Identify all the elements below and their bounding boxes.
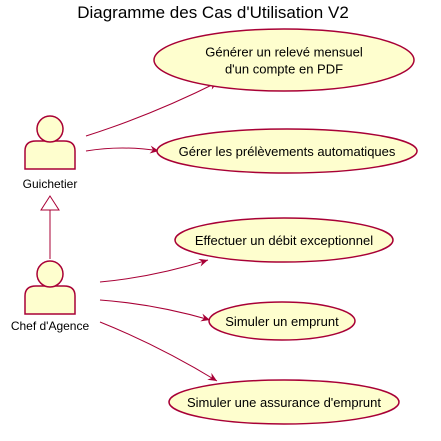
use-case-label: Gérer les prélèvements automatiques	[179, 144, 396, 159]
use-case-uc4: Simuler un emprunt	[208, 301, 356, 341]
actor-head	[36, 260, 64, 288]
diagram-title: Diagramme des Cas d'Utilisation V2	[77, 3, 349, 22]
actor-label: Guichetier	[23, 177, 78, 191]
generalization-arrowhead	[40, 195, 60, 211]
actor-label: Chef d'Agence	[11, 319, 90, 333]
actor-body	[24, 285, 76, 315]
association-guichetier-uc2	[85, 145, 160, 154]
edges-layer	[40, 81, 219, 382]
association-chef-uc4	[99, 299, 211, 322]
actor-head	[36, 115, 64, 143]
use-case-uc3: Effectuer un débit exceptionnel	[174, 217, 394, 263]
association-chef-uc5	[99, 321, 218, 382]
use-case-label: Simuler une assurance d'emprunt	[187, 395, 381, 410]
actor-body	[24, 140, 76, 170]
use-case-ellipse	[168, 379, 400, 425]
use-case-ellipse	[153, 28, 415, 92]
use-case-ellipse	[208, 301, 356, 341]
use-case-uc1: Générer un relevé mensuel d'un compte en …	[153, 28, 415, 92]
use-case-uc2: Gérer les prélèvements automatiques	[156, 128, 418, 174]
association-guichetier-uc1	[85, 81, 219, 137]
use-case-label: d'un compte en PDF	[225, 62, 343, 77]
use-case-ellipse	[156, 128, 418, 174]
association-chef-uc3	[99, 258, 209, 283]
use-case-label: Effectuer un débit exceptionnel	[195, 233, 373, 248]
use-cases-layer: Générer un relevé mensuel d'un compte en …	[153, 28, 418, 425]
actor-chef: Chef d'Agence	[11, 260, 90, 333]
use-case-ellipse	[174, 217, 394, 263]
use-case-label: Simuler un emprunt	[225, 314, 339, 329]
use-case-uc5: Simuler une assurance d'emprunt	[168, 379, 400, 425]
actor-guichetier: Guichetier	[23, 115, 78, 191]
use-case-label: Générer un relevé mensuel	[205, 45, 363, 60]
